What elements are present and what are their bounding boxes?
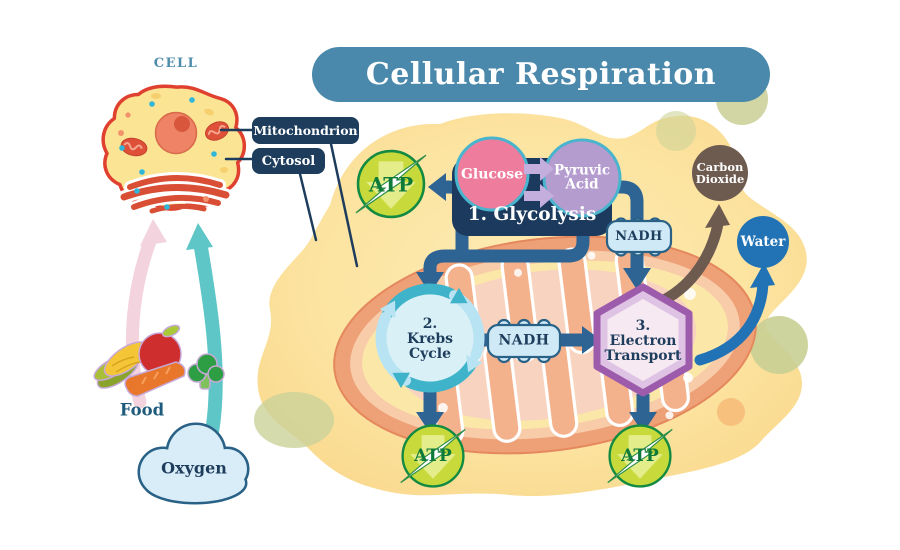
nadh-badge-top	[605, 217, 673, 257]
carbon-dioxide-arrow	[658, 204, 730, 306]
electron-transport-hexagon	[593, 283, 693, 397]
decorative-blob	[254, 392, 334, 448]
glucose-circle	[454, 136, 530, 212]
arrowhead-to-krebs	[416, 272, 444, 294]
krebs-arrowheads	[379, 287, 483, 389]
cytosol-callout-label: Cytosol	[261, 153, 316, 169]
krebs-cycle-ring	[375, 283, 485, 393]
conversion-chevrons	[524, 157, 554, 208]
water-circle	[737, 216, 789, 268]
arrowhead-krebs-to-atp	[416, 412, 444, 433]
cell-dots	[119, 97, 217, 210]
decorative-blob	[750, 316, 808, 374]
callout-lines	[219, 128, 359, 268]
cell-illustration	[101, 84, 247, 214]
pyruvic-acid-circle	[542, 138, 622, 218]
arrowhead-to-atp	[428, 173, 446, 201]
oxygen-cloud	[137, 422, 250, 505]
cell-mitochondrion	[205, 121, 229, 141]
nucleolus	[174, 116, 190, 132]
endoplasmic-reticulum	[117, 172, 233, 214]
atp-badge-krebs	[400, 424, 466, 488]
cell-mitochondrion	[120, 137, 148, 157]
decorative-blob	[717, 398, 745, 426]
atp-badge-glycolysis	[355, 149, 427, 219]
water-arrow	[694, 263, 775, 366]
food-illustration	[93, 324, 225, 397]
mitochondrion-callout-label: Mitochondrion	[253, 123, 358, 138]
mitochondrion-callout: Mitochondrion	[252, 117, 359, 144]
arrowhead-et-to-atp	[629, 412, 657, 433]
carbon-dioxide-circle	[692, 145, 748, 201]
cytosol-callout: Cytosol	[252, 148, 325, 174]
nadh-badge-mid	[486, 318, 562, 364]
atp-badge-electron-transport	[607, 424, 673, 488]
title-banner	[312, 47, 770, 102]
arrowhead-krebs-to-et	[582, 326, 601, 354]
broccoli	[187, 353, 225, 390]
flow-pipes	[416, 173, 657, 433]
glycolysis-group	[452, 136, 622, 236]
decorative-blob	[656, 111, 696, 151]
arrowhead-to-electron-transport	[623, 268, 651, 290]
oxygen-arrow	[186, 223, 223, 439]
nucleus	[154, 111, 198, 155]
